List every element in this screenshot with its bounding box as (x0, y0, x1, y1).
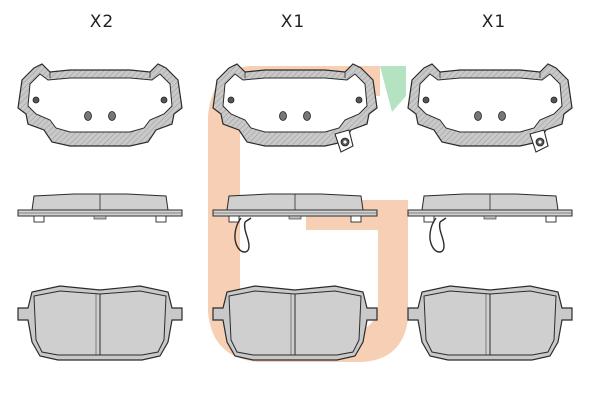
sensor-tab-center (334, 129, 354, 153)
side-profile-view-left (17, 193, 183, 223)
quantity-label-left: X2 (89, 12, 115, 32)
backplate-view-left (17, 63, 183, 147)
friction-face-view-left (17, 285, 183, 361)
friction-face-view-right (407, 285, 573, 361)
backplate-view-right (407, 63, 573, 147)
quantity-label-center: X1 (280, 12, 306, 32)
side-profile-view-right (407, 193, 573, 223)
watermark-green-mark (380, 66, 406, 112)
quantity-label-right: X1 (481, 12, 507, 32)
wear-clip-right (429, 217, 447, 253)
sensor-tab-right (529, 129, 549, 153)
friction-face-view-center (212, 285, 378, 361)
side-profile-view-center (212, 193, 378, 223)
pad-drawings (17, 63, 573, 361)
